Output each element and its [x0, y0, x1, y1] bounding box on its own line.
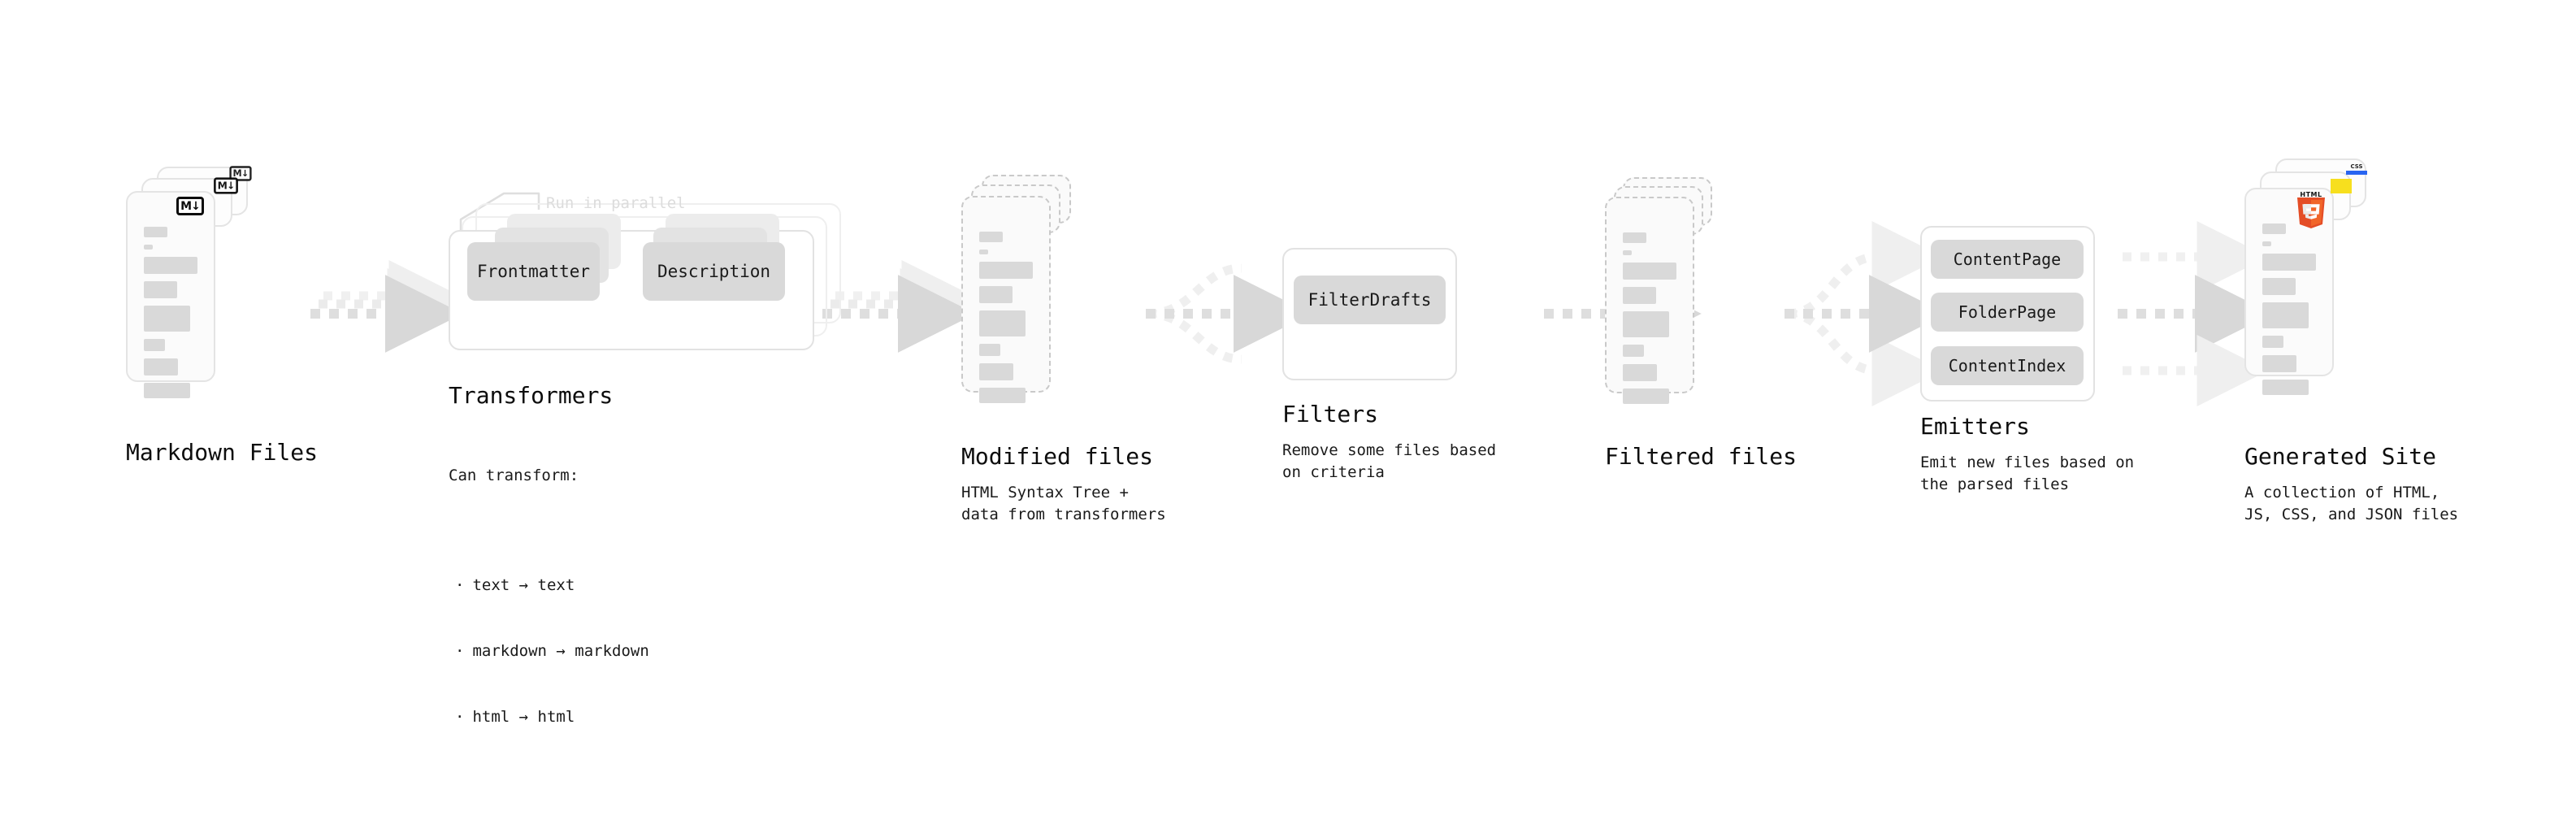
- chip-folderpage[interactable]: FolderPage: [1931, 293, 2084, 332]
- stage-title-filters: Filters: [1282, 401, 1379, 428]
- stage-subtitle-filters: Remove some files based on criteria: [1282, 441, 1497, 481]
- connector-markdown-to-transformers: [310, 260, 463, 353]
- markdown-placeholder-lines: [144, 227, 197, 406]
- html5-icon-label: HTML: [2300, 191, 2322, 198]
- modified-card-front: [961, 196, 1051, 403]
- caption-filters: Filters Remove some files based on crite…: [1282, 401, 1496, 484]
- js-icon: [2331, 179, 2352, 193]
- markdown-icon-back: M↓: [229, 166, 252, 181]
- stage-title-filtered-files: Filtered files: [1605, 443, 1798, 470]
- caption-emitters: Emitters Emit new files based on the par…: [1920, 413, 2134, 496]
- chip-contentindex[interactable]: ContentIndex: [1931, 346, 2084, 385]
- chip-description[interactable]: Description: [643, 242, 785, 301]
- transformers-subtitle-line: Can transform:: [449, 467, 579, 484]
- stage-subtitle-generated-site: A collection of HTML, JS, CSS, and JSON …: [2244, 484, 2459, 523]
- stage-subtitle-modified-files: HTML Syntax Tree + data from transformer…: [961, 484, 1166, 523]
- css-icon-bar: [2346, 171, 2367, 175]
- caption-modified-files: Modified files HTML Syntax Tree + data f…: [961, 443, 1166, 526]
- caption-transformers: Transformers Can transform: text → text …: [449, 382, 649, 816]
- chip-filterdrafts[interactable]: FilterDrafts: [1294, 276, 1446, 324]
- html5-shield-icon: [2297, 197, 2325, 228]
- chip-frontmatter[interactable]: Frontmatter: [467, 242, 600, 301]
- caption-markdown-files: Markdown Files: [126, 439, 318, 467]
- caption-generated-site: Generated Site A collection of HTML, JS,…: [2244, 443, 2458, 526]
- transformers-bullet-0: text → text: [449, 575, 649, 597]
- site-card-front: [2244, 188, 2334, 395]
- css-icon-label: CSS: [2350, 163, 2363, 170]
- markdown-icon-mid: M↓: [214, 177, 238, 194]
- html5-icon: HTML: [2295, 191, 2327, 228]
- caption-filtered-files: Filtered files: [1605, 443, 1797, 471]
- connector-filtered-to-emitters: [1785, 221, 1947, 406]
- chip-contentpage[interactable]: ContentPage: [1931, 240, 2084, 279]
- markdown-icon-front: M↓: [176, 197, 204, 215]
- connector-emitters-to-site: [2118, 221, 2273, 406]
- stage-title-markdown-files: Markdown Files: [126, 439, 319, 466]
- transformers-bullet-2: html → html: [449, 706, 649, 728]
- stage-subtitle-transformers: Can transform: text → text markdown → ma…: [449, 421, 649, 816]
- pipeline-diagram: M↓ M↓ M↓ Markdown Files Frontmatter Desc…: [0, 0, 2576, 681]
- modified-placeholder-lines: [979, 232, 1033, 410]
- stage-title-emitters: Emitters: [1920, 413, 2030, 440]
- stage-title-transformers: Transformers: [449, 382, 614, 409]
- site-placeholder-lines: [2262, 224, 2316, 402]
- stage-title-modified-files: Modified files: [961, 443, 1154, 470]
- run-in-parallel-label: Run in parallel: [546, 194, 686, 212]
- filtered-card-front: [1605, 197, 1694, 404]
- css-icon: CSS: [2346, 163, 2367, 176]
- stage-title-generated-site: Generated Site: [2244, 443, 2437, 470]
- stage-generated-site: CSS HTML: [2244, 158, 2367, 395]
- transformers-bullet-list: text → text markdown → markdown html → h…: [449, 531, 649, 772]
- filtered-placeholder-lines: [1623, 232, 1676, 411]
- stage-subtitle-emitters: Emit new files based on the parsed files: [1920, 454, 2135, 493]
- transformers-bullet-1: markdown → markdown: [449, 640, 648, 662]
- markdown-card-front: [126, 191, 215, 398]
- connector-modified-to-filters: [1146, 263, 1312, 364]
